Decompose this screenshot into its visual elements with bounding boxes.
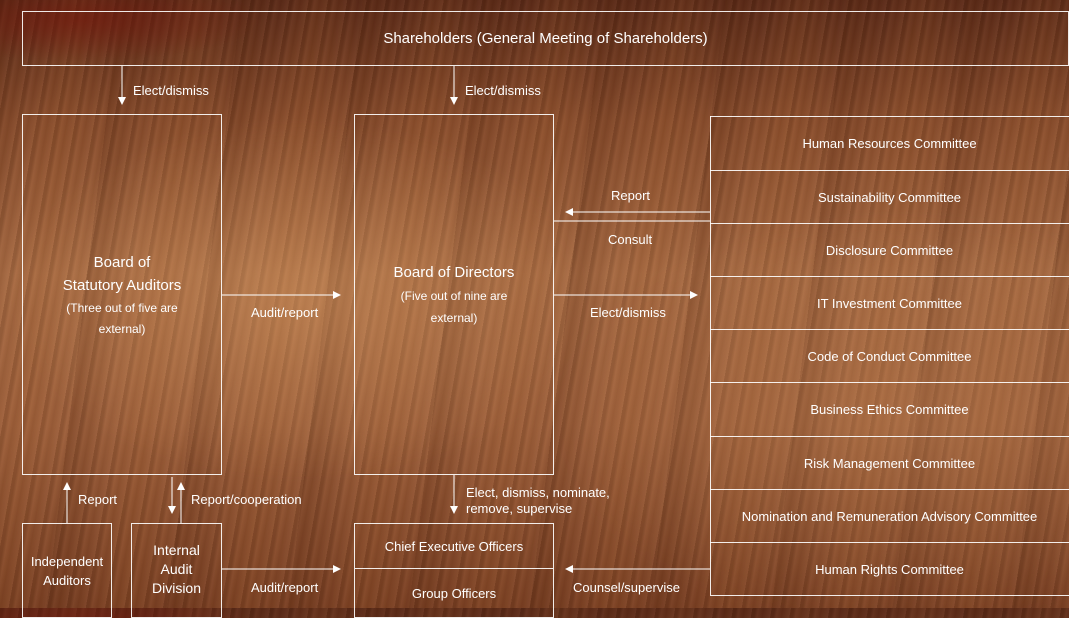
shareholders-box: Shareholders (General Meeting of Shareho… <box>22 11 1069 66</box>
statutory-auditors-box: Board of Statutory Auditors (Three out o… <box>22 114 222 475</box>
committees-panel <box>710 116 1069 596</box>
committee-disclosure: Disclosure Committee <box>710 223 1069 276</box>
directors-title: Board of Directors <box>393 263 515 281</box>
auditors-sub-line-1: (Three out of five are <box>66 300 178 315</box>
chief-executive-officers-box: Chief Executive Officers <box>354 523 554 569</box>
ceo-label: Chief Executive Officers <box>384 538 524 554</box>
committee-code-of-conduct: Code of Conduct Committee <box>710 329 1069 382</box>
group-officers-box: Group Officers <box>354 569 554 618</box>
shareholders-label: Shareholders (General Meeting of Shareho… <box>383 30 708 47</box>
internal-audit-box: Internal Audit Division <box>131 523 222 618</box>
label-audit-report-top: Audit/report <box>251 305 319 320</box>
directors-sub-line-2: external) <box>430 310 478 325</box>
independent-line-1: Independent <box>30 554 104 569</box>
auditors-title-line-1: Board of <box>93 253 151 271</box>
internal-line-1: Internal <box>153 542 200 558</box>
committee-it-investment: IT Investment Committee <box>710 276 1069 329</box>
auditors-title-line-2: Statutory Auditors <box>62 276 182 294</box>
label-audit-report-bottom: Audit/report <box>251 580 319 595</box>
board-of-directors-box: Board of Directors (Five out of nine are… <box>354 114 554 475</box>
independent-auditors-box: Independent Auditors <box>22 523 112 618</box>
label-counsel-supervise: Counsel/supervise <box>573 580 680 595</box>
committee-business-ethics: Business Ethics Committee <box>710 382 1069 436</box>
independent-line-2: Auditors <box>43 573 91 588</box>
label-elect-dismiss-directors: Elect/dismiss <box>465 83 541 98</box>
label-elect-nominate-line-1: Elect, dismiss, nominate, <box>466 485 610 500</box>
committee-human-rights: Human Rights Committee <box>710 542 1069 596</box>
internal-line-3: Division <box>151 580 201 596</box>
internal-line-2: Audit <box>160 561 193 577</box>
auditors-sub-line-2: external) <box>98 321 146 336</box>
label-consult: Consult <box>608 232 653 247</box>
group-officers-label: Group Officers <box>411 585 497 601</box>
label-elect-dismiss-committees: Elect/dismiss <box>590 305 666 320</box>
label-elect-nominate-line-2: remove, supervise <box>466 501 573 516</box>
label-elect-dismiss-auditors: Elect/dismiss <box>133 83 209 98</box>
committee-risk-management: Risk Management Committee <box>710 436 1069 489</box>
committee-sustainability: Sustainability Committee <box>710 170 1069 223</box>
label-report-cooperation: Report/cooperation <box>191 492 302 507</box>
committee-nomination-remuneration: Nomination and Remuneration Advisory Com… <box>710 489 1069 542</box>
label-report-independent: Report <box>78 492 118 507</box>
label-report: Report <box>611 188 651 203</box>
committee-human-resources: Human Resources Committee <box>710 116 1069 170</box>
directors-sub-line-1: (Five out of nine are <box>400 288 508 303</box>
